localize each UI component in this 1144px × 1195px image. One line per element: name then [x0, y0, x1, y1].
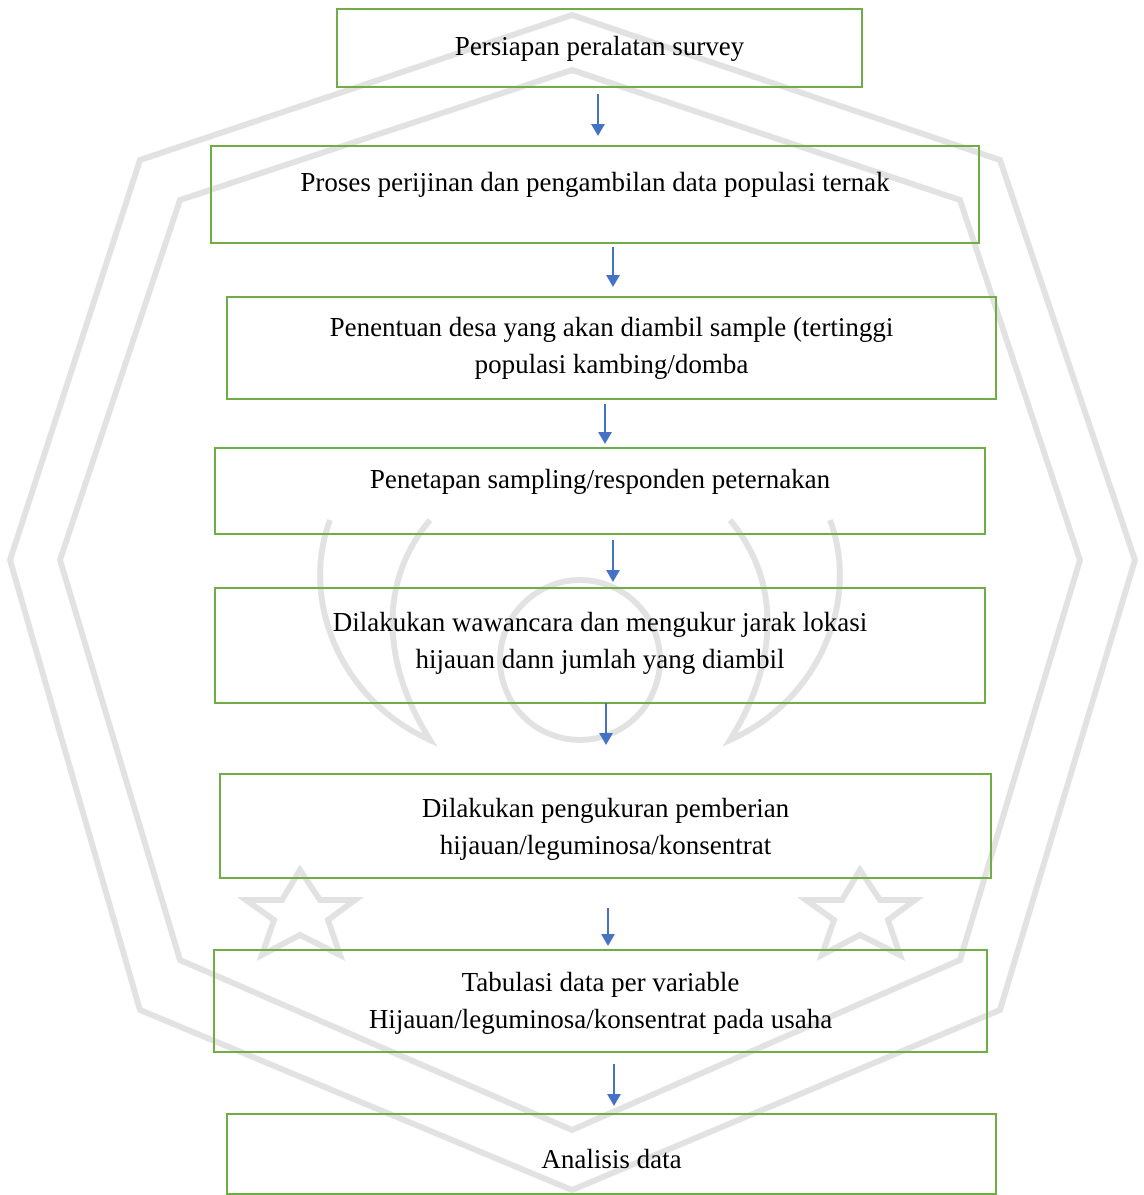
flow-step-3: Penentuan desa yang akan diambil sample …: [226, 296, 997, 400]
flow-step-4: Penetapan sampling/responden peternakan: [214, 447, 986, 535]
arrow-down-5: [598, 703, 614, 745]
flow-step-3-line-1: Penentuan desa yang akan diambil sample …: [329, 312, 894, 342]
arrow-head: [598, 432, 612, 444]
arrow-shaft: [607, 908, 609, 936]
flow-step-6-line-1: Dilakukan pengukuran pemberian: [421, 793, 790, 823]
flow-step-6-line-2: hijauan/leguminosa/konsentrat: [439, 830, 772, 860]
flow-step-7: Tabulasi data per variable Hijauan/legum…: [213, 949, 988, 1053]
flow-step-8-text: Analisis data: [541, 1144, 682, 1174]
flow-step-7-line-2: Hijauan/leguminosa/konsentrat pada usaha: [368, 1004, 833, 1034]
arrow-down-6: [600, 908, 616, 946]
arrow-down-1: [590, 94, 606, 136]
arrow-head: [601, 934, 615, 946]
arrow-down-3: [597, 404, 613, 444]
flow-step-2-text: Proses perijinan dan pengambilan data po…: [300, 167, 890, 197]
arrow-shaft: [597, 94, 599, 126]
arrow-shaft: [613, 1064, 615, 1096]
arrow-shaft: [605, 703, 607, 735]
flow-step-5-line-1: Dilakukan wawancara dan mengukur jarak l…: [332, 607, 868, 637]
flow-step-1-text: Persiapan peralatan survey: [454, 31, 745, 61]
arrow-down-7: [606, 1064, 622, 1106]
flow-step-1: Persiapan peralatan survey: [336, 8, 863, 88]
flow-step-5-line-2: hijauan dann jumlah yang diambil: [415, 644, 785, 674]
flow-step-6: Dilakukan pengukuran pemberian hijauan/l…: [219, 773, 992, 879]
watermark-star-right: [796, 864, 925, 962]
flow-step-7-line-1: Tabulasi data per variable: [461, 967, 740, 997]
watermark-star-left: [236, 864, 365, 962]
arrow-head: [607, 1094, 621, 1106]
arrow-head: [599, 733, 613, 745]
flow-step-4-text: Penetapan sampling/responden peternakan: [369, 464, 831, 494]
flow-step-5: Dilakukan wawancara dan mengukur jarak l…: [214, 587, 986, 704]
flow-step-3-line-2: populasi kambing/domba: [474, 349, 749, 379]
arrow-head: [606, 570, 620, 582]
arrow-shaft: [612, 247, 614, 277]
arrow-shaft: [612, 540, 614, 572]
arrow-head: [591, 124, 605, 136]
arrow-head: [606, 275, 620, 287]
flow-step-2: Proses perijinan dan pengambilan data po…: [210, 145, 980, 244]
arrow-down-4: [605, 540, 621, 582]
arrow-down-2: [605, 247, 621, 287]
flow-step-8: Analisis data: [226, 1113, 997, 1195]
arrow-shaft: [604, 404, 606, 434]
